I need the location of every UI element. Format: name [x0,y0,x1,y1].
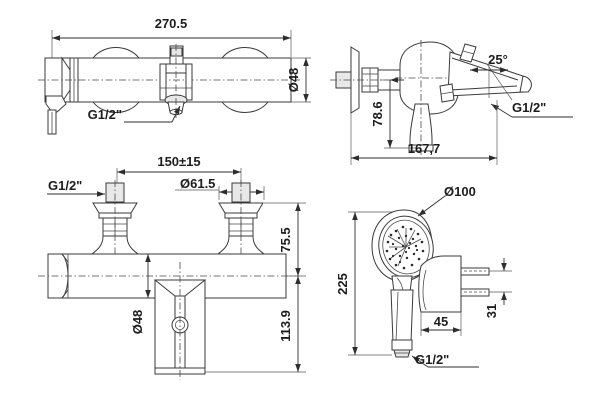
label-inlet-centres: 150±15 [157,154,200,169]
label-bracket-width: 45 [434,314,448,329]
spray-face-nozzles [385,225,425,270]
dimension-projection: 167,7 [350,100,498,165]
dimension-body-diameter-front: Ø48 [286,57,311,103]
eccentric-connector-left [90,180,140,258]
spout-side: 25° [439,43,532,103]
shower-wall-bracket: 45 31 [418,255,512,336]
label-flange-diameter: Ø61.5 [180,176,215,191]
hand-shower-head [371,209,434,293]
view-side-elevation: 25° G1/2" 78.6 167,7 [330,40,573,165]
label-overall-length: 270.5 [155,16,188,31]
label-projection: 167,7 [408,141,441,156]
label-thread-plan: G1/2" [48,178,82,193]
mixer-body-plan [38,253,296,299]
dimension-overall-length: 270.5 [51,16,292,62]
dimension-below-centre: 113.9 [205,276,306,373]
label-bracket-spacing: 31 [484,304,499,318]
view-front-elevation: 270.5 [38,16,311,135]
label-thread-side: G1/2" [512,100,546,115]
wall-flange-side [330,46,420,114]
eccentric-connector-right [216,180,266,258]
dimension-above-centre: 75.5 [264,202,306,277]
label-spout-angle: 25° [488,52,508,67]
label-above-centre: 75.5 [278,227,293,252]
label-thread-front: G1/2" [88,107,122,122]
label-shower-length: 225 [335,273,350,295]
label-spout-height: 78.6 [370,101,385,126]
view-hand-shower: 225 [335,184,512,368]
label-below-centre: 113.9 [278,310,293,342]
dimension-body-diameter-plan: Ø48 [130,254,151,335]
view-installation-plan: 150±15 Ø61.5 G1/2" [38,154,306,380]
callout-thread-front: G1/2" [88,105,181,123]
callout-spray-diameter: Ø100 [417,184,476,217]
dimension-spout-height: 78.6 [370,77,420,149]
spout-collars [439,43,477,103]
label-spray-diameter: Ø100 [444,184,476,199]
label-body-diameter-front: Ø48 [286,68,301,93]
label-thread-shower: G1/2" [415,352,449,367]
callout-thread-side: G1/2" [490,100,573,118]
outlet-tube-plan [154,262,206,380]
hand-shower-handle [390,289,414,358]
label-body-diameter-plan: Ø48 [130,310,145,335]
dimension-shower-length: 225 [335,211,400,356]
callout-thread-shower: G1/2" [411,352,479,368]
callout-thread-plan: G1/2" [47,178,105,197]
